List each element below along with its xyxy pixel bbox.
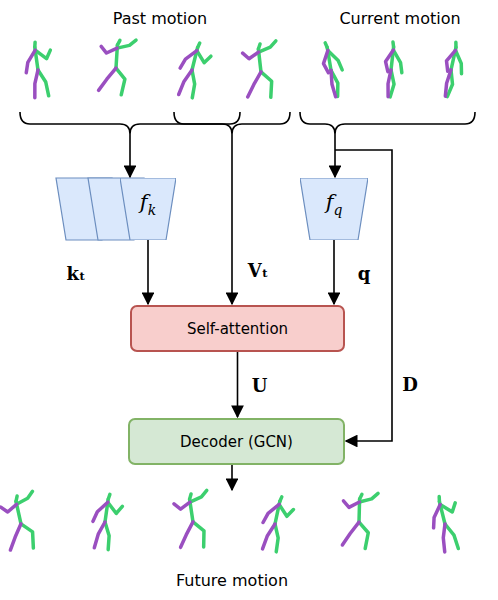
- text-label: D: [402, 374, 418, 395]
- text-label: Vₜ: [248, 260, 269, 281]
- math-symbol: f: [326, 190, 334, 214]
- text-group: Self-attention: [187, 320, 288, 338]
- node-label: Self-attention: [187, 320, 288, 338]
- edge-label: q: [358, 262, 371, 283]
- window-braces: [20, 112, 475, 134]
- text-label: Past motion: [113, 9, 207, 28]
- edge-label: kₜ: [66, 262, 85, 283]
- future-skeletons: [0, 490, 466, 553]
- node-label: Decoder (GCN): [180, 433, 293, 451]
- text-group: Decoder (GCN): [180, 433, 293, 451]
- query-encoder: fq: [300, 178, 368, 240]
- key-encoder: fk: [120, 178, 176, 240]
- text-label: Future motion: [176, 571, 288, 590]
- math-subscript: k: [148, 202, 156, 218]
- text-group: fq: [326, 190, 343, 218]
- edge-label: U: [252, 375, 268, 396]
- math-symbol: f: [140, 190, 148, 214]
- decoder-box: Decoder (GCN): [128, 418, 345, 465]
- current-skeletons: [319, 41, 466, 99]
- math-subscript: q: [333, 202, 342, 218]
- arrow-connector: [147, 240, 149, 304]
- arrow-connector: [333, 240, 335, 304]
- past-skeletons: [22, 36, 280, 99]
- text-label: Current motion: [339, 9, 460, 28]
- text-group: fk: [140, 190, 156, 218]
- arrow-connector: [237, 352, 239, 417]
- attention-box: Self-attention: [130, 305, 345, 352]
